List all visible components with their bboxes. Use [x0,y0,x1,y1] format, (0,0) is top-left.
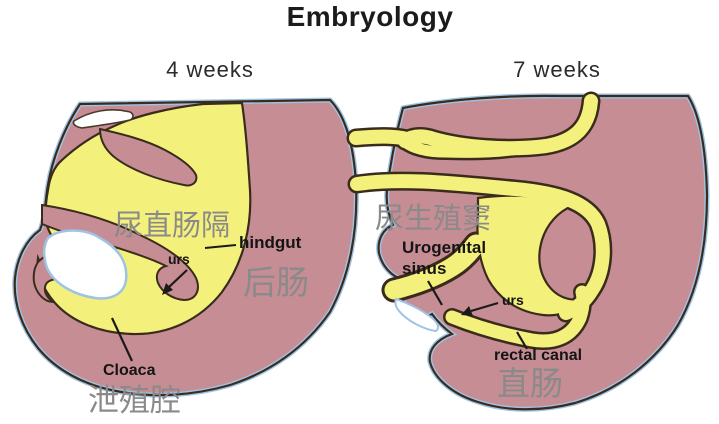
gut-tube-7w [349,94,610,348]
umbilical-opening-4w [42,229,128,300]
urs-arrow-line-4w [168,269,188,288]
label-urorectal-septum-cn: 尿直肠隔 [114,210,231,242]
body-fold-tongue-4w [98,127,198,187]
label-urs-7w: urs [502,292,524,308]
urs-arrow-line-7w [470,301,499,313]
top-notch-4w [72,109,134,129]
page-title: Embryology [286,1,454,32]
label-sinus-en: sinus [402,259,447,278]
label-cloaca-cn: 泄殖腔 [88,383,181,418]
urs-arrowhead-4w [162,283,173,295]
embryo-4-weeks [12,97,359,398]
stage-label-7-weeks: 7 weeks [513,57,601,82]
label-hindgut-cn: 后肠 [243,264,309,301]
rectal-canal-leader-line [516,331,528,350]
label-urs-4w: urs [168,251,190,267]
label-hindgut-en: hindgut [239,233,302,252]
label-rectum-cn: 直肠 [497,365,563,402]
label-urogenital-en: Urogenital [402,238,487,257]
urs-arrowhead-7w [461,306,473,316]
hindgut-leader-line [204,244,237,249]
label-urogenital-sinus-cn: 尿生殖窦 [375,203,492,235]
stage-label-4-weeks: 4 weeks [166,57,254,82]
embryo-7-weeks [346,91,710,412]
label-rectal-canal-en: rectal canal [494,347,583,364]
sinus-leader-line [427,280,443,306]
label-cloaca-en: Cloaca [103,362,156,379]
cloaca-leader-line [111,317,133,362]
embryo-body-outline-7w [377,94,709,411]
perineal-cleft-7w [394,297,440,333]
